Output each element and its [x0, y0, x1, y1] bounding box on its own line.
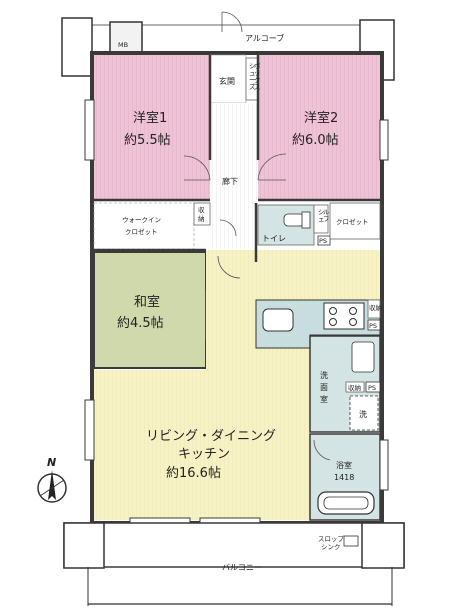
ps-label-kitchen: PS [369, 322, 377, 330]
room2-size: 約6.0帖 [292, 133, 339, 148]
svg-text:室: 室 [320, 394, 328, 404]
north-compass-icon [37, 470, 67, 503]
ldk-size: 約16.6帖 [166, 466, 221, 481]
north-label: N [47, 456, 56, 469]
toilet-label: トイレ [262, 234, 286, 243]
washroom-label: 洗 面 室 [320, 370, 328, 404]
room1-size: 約5.5帖 [124, 133, 171, 148]
bath-name: 浴室 [336, 460, 352, 470]
japanese-name: 和室 [134, 294, 160, 310]
western-room-1 [94, 55, 210, 200]
closet-room2 [329, 202, 381, 240]
slop-sink-label-2: シンク [321, 543, 341, 551]
svg-text:洗: 洗 [320, 370, 328, 380]
slop-sink-label-1: スロップ [318, 535, 345, 543]
hallway-area [210, 103, 258, 248]
door-swings [183, 11, 331, 461]
walkin-label-1: ウォークイン [122, 216, 161, 224]
room2-name: 洋室2 [304, 110, 338, 126]
storage-label-1: 収 [198, 206, 205, 214]
windows [84, 99, 389, 525]
ldk-label-2: キッチン [178, 447, 230, 462]
svg-text:シ: シ [249, 62, 256, 70]
svg-text:ク: ク [254, 76, 261, 84]
svg-text:ー: ー [249, 76, 256, 84]
hallway-label: 廊下 [222, 176, 238, 186]
japanese-size: 約4.5帖 [117, 316, 164, 331]
shelf-tiny-label: シ ェ ル フ [318, 208, 330, 223]
svg-text:ル: ル [323, 208, 330, 216]
walkin-closet [93, 202, 195, 250]
svg-text:フ: フ [323, 215, 330, 223]
storage-label-wash: 収納 [348, 383, 361, 392]
alcove-label: アルコーブ [245, 33, 284, 43]
washer-label: 洗 [359, 409, 367, 419]
balcony [63, 522, 405, 606]
svg-text:ズ: ズ [249, 82, 256, 91]
bath-size: 1418 [334, 473, 354, 482]
svg-text:面: 面 [320, 383, 328, 392]
balcony-label: バルコニー [222, 563, 262, 572]
mb-label: MB [118, 41, 128, 49]
storage-label-2: 納 [198, 214, 205, 223]
room1-name: 洋室1 [133, 110, 167, 126]
ps-label-toilet: PS [319, 237, 327, 245]
storage-box [193, 202, 211, 226]
svg-text:ボ: ボ [254, 62, 261, 70]
ps-label-wash: PS [368, 384, 376, 392]
interior-walls [94, 55, 380, 262]
japanese-room [93, 251, 207, 369]
western-room-2 [258, 55, 380, 200]
entrance-label: 玄関 [219, 76, 235, 86]
svg-text:シ: シ [318, 208, 325, 216]
walkin-label-2: クロゼット [125, 227, 158, 236]
svg-text:ュ: ュ [249, 69, 256, 77]
svg-text:ェ: ェ [318, 215, 325, 223]
svg-text:ッ: ッ [254, 69, 261, 77]
closet-label: クロゼット [336, 217, 369, 226]
ldk-label-1: リビング・ダイニング [146, 429, 276, 444]
storage-label-kitchen: 収納 [369, 303, 382, 312]
svg-text:ス: ス [254, 83, 261, 91]
shoes-closet-label: シ ュ ー ズ ボ ッ ク ス [249, 62, 261, 91]
